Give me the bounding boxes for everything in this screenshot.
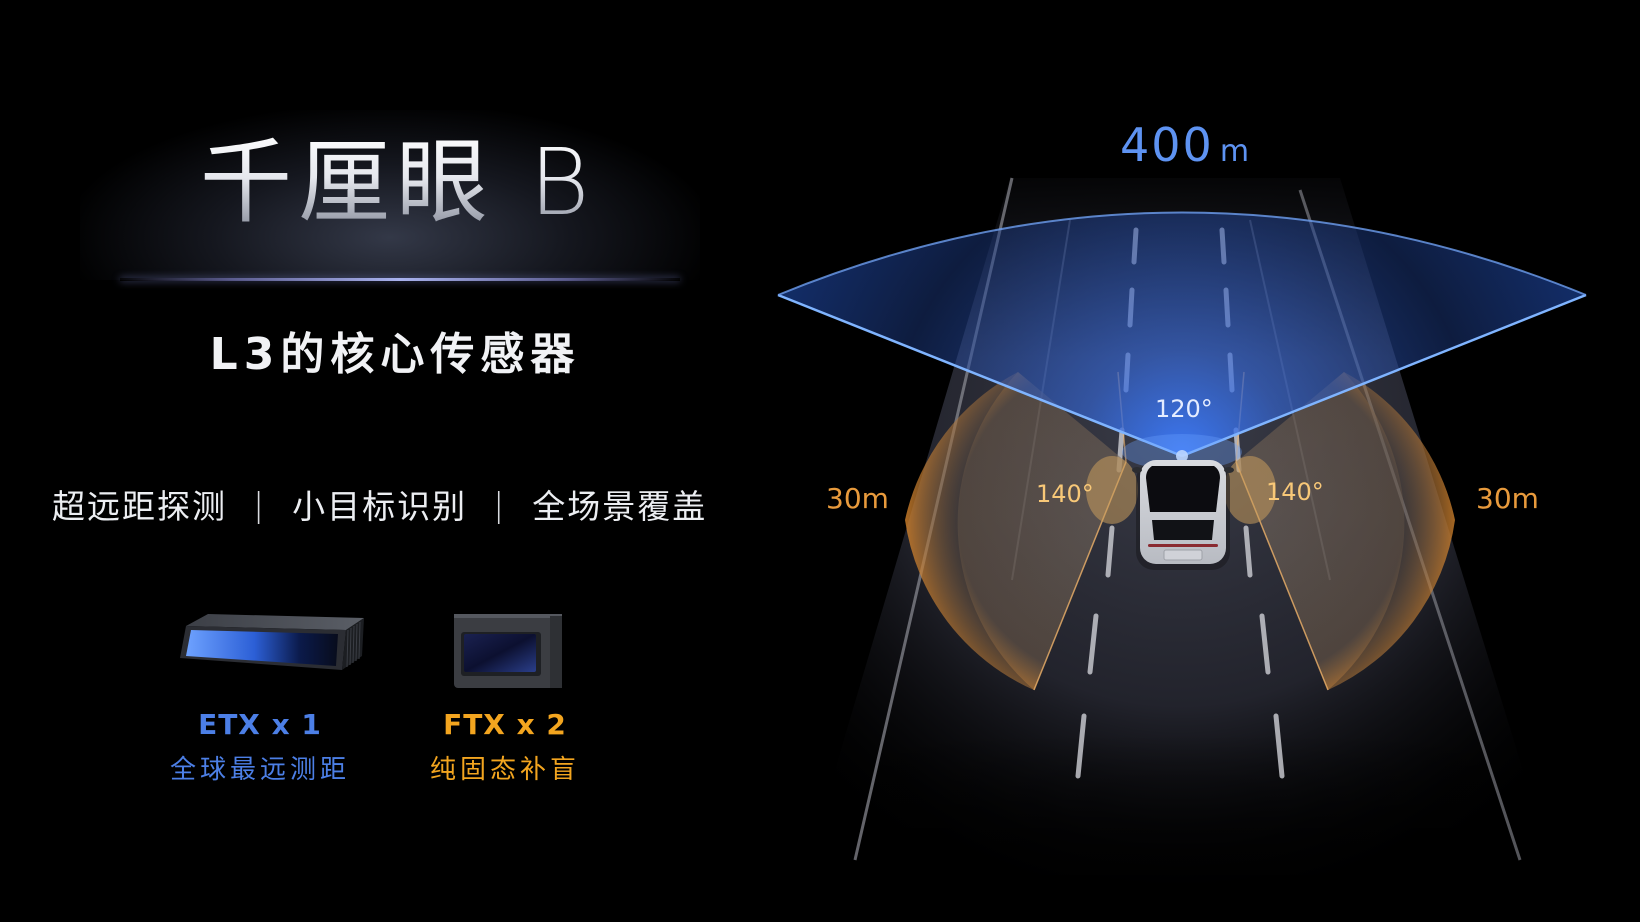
feature-separator: | [493,484,507,524]
sensor-ftx-desc: 纯固态补盲 [429,755,580,785]
sensor-ftx: FTX x 2 纯固态补盲 [400,708,610,786]
feature-small-object: 小目标识别 [292,487,468,526]
sensor-etx: ETX x 1 全球最远测距 [150,708,370,786]
left-range-label: 30m [826,482,889,515]
forward-range-unit: m [1219,134,1252,169]
feature-list: 超远距探测 | 小目标识别 | 全场景覆盖 [52,480,707,528]
sensor-ftx-name: FTX x 2 [443,708,567,741]
right-fov-label: 140° [1266,478,1324,506]
forward-range-value: 400 [1120,118,1214,172]
title-glow [80,110,700,280]
feature-separator: | [253,484,267,524]
etx-forward-coverage [778,212,1586,456]
ftx-lidar-icon [454,614,562,688]
subtitle: L3的核心传感器 [209,329,581,380]
car-icon [1132,460,1234,570]
forward-fov-label: 120° [1155,395,1213,423]
page-title: 千厘眼 B [200,128,600,238]
sensor-etx-desc: 全球最远测距 [169,755,350,785]
sensor-etx-name: ETX x 1 [198,708,322,741]
left-fov-label: 140° [1036,480,1094,508]
right-range-label: 30m [1476,482,1539,515]
feature-full-scene: 全场景覆盖 [532,487,708,526]
etx-lidar-icon [180,614,364,670]
title-divider [120,278,680,281]
feature-long-range: 超远距探测 [52,487,227,526]
